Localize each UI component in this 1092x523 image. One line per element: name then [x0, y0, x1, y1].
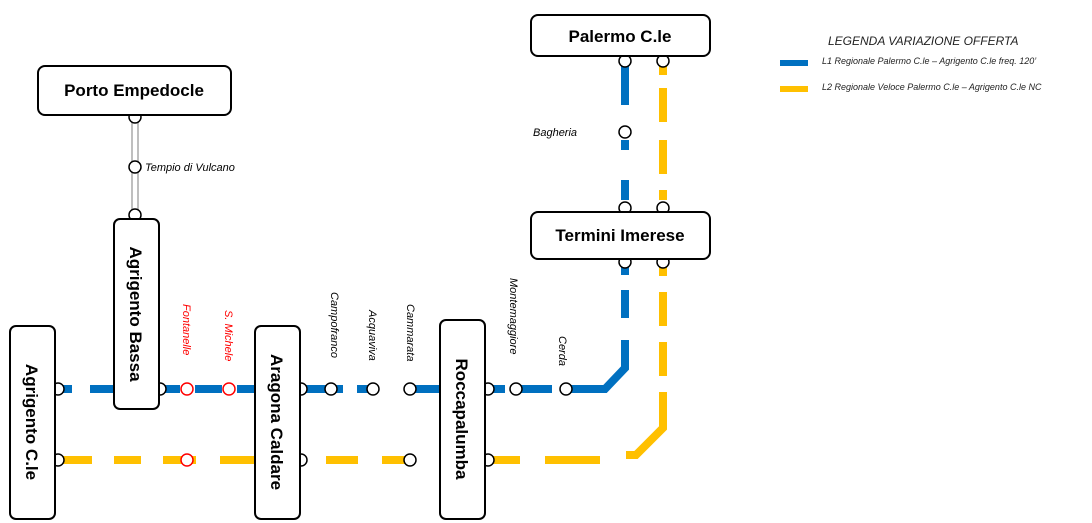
station-label-agrigento-bassa: Agrigento Bassa — [126, 246, 145, 382]
station-label-acquaviva: Acquaviva — [366, 309, 378, 361]
legend-label-L1: L1 Regionale Palermo C.le – Agrigento C.… — [822, 56, 1037, 66]
station-box-aragona-caldare — [254, 325, 301, 520]
legend-label-L2: L2 Regionale Veloce Palermo C.le – Agrig… — [822, 82, 1042, 92]
station-marker-cammarata-l2 — [403, 453, 417, 467]
station-label-cerda: Cerda — [556, 336, 568, 366]
station-label-cammarata: Cammarata — [404, 304, 416, 361]
station-box-palermo — [530, 14, 711, 57]
station-label-bagheria: Bagheria — [533, 127, 577, 139]
station-marker-s-michele — [222, 382, 236, 396]
station-box-agrigento-bassa — [113, 218, 160, 410]
station-box-roccapalumba — [439, 319, 486, 520]
station-marker-tempio-di-vulcano — [128, 160, 142, 174]
station-label-porto-empedocle: Porto Empedocle — [64, 81, 204, 100]
station-label-aragona-caldare: Aragona Caldare — [267, 354, 286, 490]
station-marker-acquaviva — [366, 382, 380, 396]
station-marker-campofranco — [324, 382, 338, 396]
station-box-agrigento-centrale — [9, 325, 56, 520]
station-marker-cammarata-l1 — [403, 382, 417, 396]
station-label-tempio-di-vulcano: Tempio di Vulcano — [145, 162, 235, 174]
station-label-campofranco: Campofranco — [328, 292, 340, 358]
station-label-s-michele: S. Michele — [222, 310, 234, 361]
station-marker-montemaggiore — [509, 382, 523, 396]
legend-swatch-L2 — [780, 86, 808, 92]
station-label-palermo: Palermo C.le — [569, 27, 672, 46]
legend-swatch-L1 — [780, 60, 808, 66]
station-label-termini-imerese: Termini Imerese — [555, 226, 684, 245]
legend-title: LEGENDA VARIAZIONE OFFERTA — [828, 34, 1019, 48]
station-label-roccapalumba: Roccapalumba — [452, 359, 471, 480]
station-label-montemaggiore: Montemaggiore — [507, 278, 519, 354]
station-marker-fontanelle-l1 — [180, 382, 194, 396]
station-marker-cerda — [559, 382, 573, 396]
station-label-agrigento-centrale: Agrigento C.le — [22, 364, 41, 480]
station-box-termini-imerese — [530, 211, 711, 260]
station-label-fontanelle: Fontanelle — [180, 304, 192, 355]
station-box-porto-empedocle — [37, 65, 232, 116]
station-marker-bagheria — [618, 125, 632, 139]
station-marker-fontanelle-l2 — [180, 453, 194, 467]
